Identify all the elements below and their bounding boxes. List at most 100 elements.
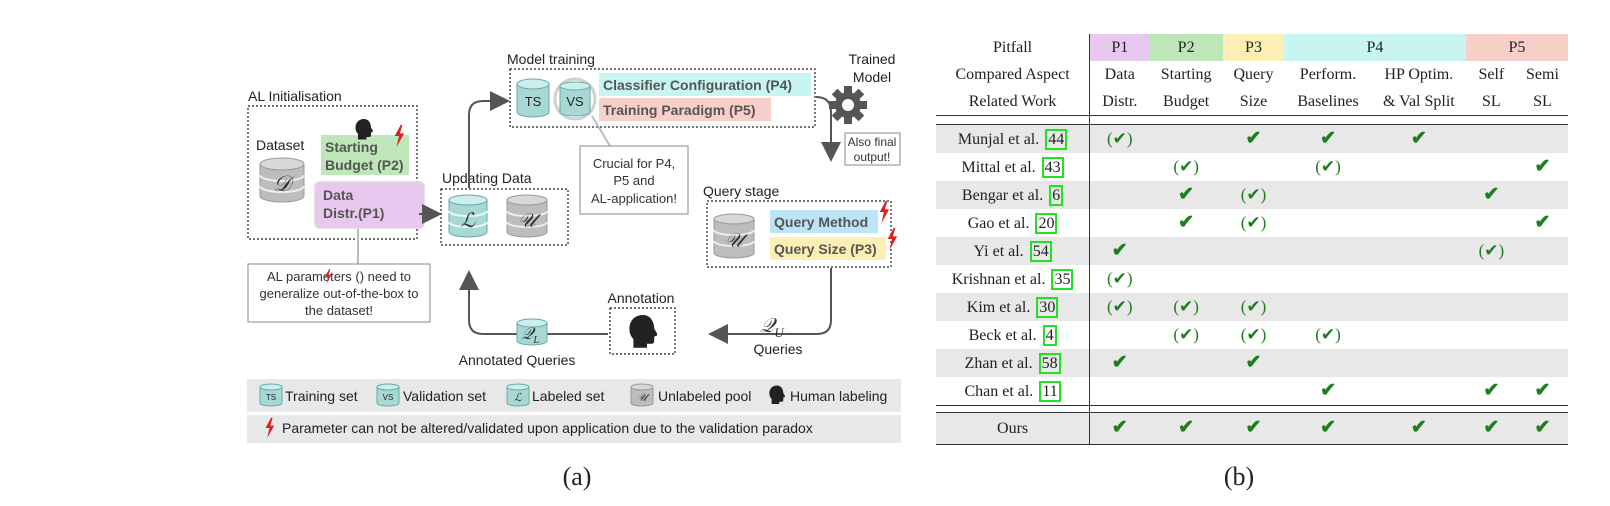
author-name: Krishnan et al. bbox=[951, 270, 1046, 288]
check-cell: (✔) bbox=[1149, 321, 1223, 349]
updating-data-title: Updating Data bbox=[442, 170, 532, 186]
query-stage-title: Query stage bbox=[703, 183, 779, 199]
check-cell: (✔) bbox=[1089, 293, 1150, 321]
partial-check-icon: (✔) bbox=[1240, 297, 1267, 316]
aspect-header-row-1: Compared Aspect Data Starting Query Perf… bbox=[936, 61, 1568, 88]
check-cell bbox=[1371, 349, 1466, 377]
arrow-query-to-annotation bbox=[708, 268, 832, 344]
arrow-update-to-training bbox=[468, 91, 510, 188]
table-row: Yi et al. 54✔(✔) bbox=[936, 237, 1568, 265]
svg-text:TS: TS bbox=[266, 393, 276, 402]
check-cell: ✔ bbox=[1149, 181, 1223, 209]
check-cell: (✔) bbox=[1149, 153, 1223, 181]
pitfall-p2: P2 bbox=[1149, 34, 1223, 61]
check-cell: (✔) bbox=[1149, 293, 1223, 321]
citation-ref[interactable]: 4 bbox=[1042, 324, 1057, 346]
annotation-box bbox=[609, 307, 676, 355]
aspect-6-line2: SL bbox=[1465, 88, 1517, 116]
check-cell bbox=[1371, 237, 1466, 265]
related-work-name: Zhan et al. 58 bbox=[936, 349, 1091, 377]
pitfall-p3: P3 bbox=[1222, 34, 1285, 61]
check-cell: ✔ bbox=[1465, 377, 1517, 406]
legend-unlabeled-icon: 𝒰 bbox=[630, 383, 654, 407]
check-cell bbox=[1372, 321, 1466, 349]
vs-label: VS bbox=[566, 94, 584, 109]
aspect-7-line2: SL bbox=[1516, 88, 1568, 116]
check-cell: (✔) bbox=[1223, 321, 1284, 349]
query-size-lightning-icon bbox=[887, 227, 898, 251]
partial-check-icon: (✔) bbox=[1173, 325, 1199, 344]
pitfall-p1: P1 bbox=[1089, 34, 1150, 61]
check-cell: (✔) bbox=[1284, 321, 1372, 349]
q-u-symbol: 𝒬U bbox=[760, 315, 785, 340]
check-cell bbox=[1466, 153, 1517, 181]
citation-ref[interactable]: 54 bbox=[1029, 240, 1052, 262]
citation-ref[interactable]: 20 bbox=[1035, 212, 1058, 234]
check-cell: (✔) bbox=[1284, 153, 1372, 181]
partial-check-icon: (✔) bbox=[1173, 157, 1199, 176]
dataset-symbol: 𝒟 bbox=[273, 171, 295, 196]
citation-ref[interactable]: 35 bbox=[1051, 268, 1074, 290]
table-row: Chan et al. 11✔✔✔ bbox=[936, 377, 1568, 406]
query-size-bg bbox=[770, 237, 886, 260]
data-distr-line2: Distr.(P1) bbox=[323, 205, 384, 221]
check-cell bbox=[1517, 265, 1568, 293]
partial-check-icon: (✔) bbox=[1240, 185, 1267, 204]
check-cell: ✔ bbox=[1222, 124, 1285, 153]
partial-check-icon: (✔) bbox=[1240, 213, 1267, 232]
related-work-name: Munjal et al. 44 bbox=[936, 124, 1091, 153]
citation-ref[interactable]: 44 bbox=[1045, 128, 1068, 150]
check-cell: ✔ bbox=[1465, 412, 1517, 445]
ours-gap bbox=[936, 405, 1568, 413]
unlabeled-pool-cylinder-icon: 𝒰 bbox=[506, 194, 548, 238]
legend-bg-row2 bbox=[247, 415, 901, 443]
check-cell: ✔ bbox=[1371, 412, 1466, 445]
query-unlabeled-cylinder-icon: 𝒰 bbox=[713, 213, 755, 259]
comparison-table: Pitfall P1 P2 P3 P4 P5 Compared Aspect D… bbox=[936, 34, 1568, 445]
ours-label: Ours bbox=[936, 412, 1091, 445]
pitfall-header-row: Pitfall P1 P2 P3 P4 P5 bbox=[936, 34, 1568, 61]
check-cell: (✔) bbox=[1089, 124, 1150, 153]
check-cell bbox=[1465, 293, 1517, 321]
check-cell: ✔ bbox=[1222, 412, 1285, 445]
check-icon: ✔ bbox=[1111, 352, 1128, 373]
aspect-2-line1: Starting bbox=[1160, 66, 1212, 83]
al-params-note-line3: the dataset! bbox=[305, 303, 373, 318]
compared-aspect-label: Compared Aspect bbox=[936, 61, 1091, 88]
aspect-5-line1: HP Optim. bbox=[1384, 66, 1454, 83]
check-icon: ✔ bbox=[1410, 128, 1427, 149]
table-row: Gao et al. 20✔(✔)✔ bbox=[936, 209, 1568, 237]
citation-ref[interactable]: 58 bbox=[1038, 352, 1061, 374]
check-cell: ✔ bbox=[1517, 209, 1568, 237]
citation-ref[interactable]: 6 bbox=[1049, 184, 1064, 206]
check-cell bbox=[1222, 377, 1285, 406]
check-cell bbox=[1149, 377, 1223, 406]
legend-paradox-note: Parameter can not be altered/validated u… bbox=[282, 420, 813, 436]
check-cell bbox=[1516, 124, 1568, 153]
ours-row: Ours✔✔✔✔✔✔✔ bbox=[936, 412, 1568, 445]
al-init-title: AL Initialisation bbox=[248, 88, 342, 104]
aspect-4-line1: Perform. bbox=[1299, 66, 1357, 83]
citation-ref[interactable]: 43 bbox=[1041, 156, 1064, 178]
partial-check-icon: (✔) bbox=[1106, 269, 1133, 288]
arrow-annotation-to-update bbox=[459, 270, 608, 335]
model-training-box bbox=[509, 68, 816, 128]
citation-ref[interactable]: 11 bbox=[1039, 380, 1061, 402]
data-distr-line1: Data bbox=[323, 187, 354, 203]
check-cell bbox=[1466, 265, 1517, 293]
subfigure-b-caption: (b) bbox=[1223, 462, 1255, 491]
check-icon: ✔ bbox=[1483, 184, 1500, 205]
related-work-name: Bengar et al. 6 bbox=[936, 181, 1091, 209]
check-cell bbox=[1149, 349, 1223, 377]
updating-data-box bbox=[440, 188, 569, 246]
check-cell bbox=[1517, 321, 1568, 349]
citation-ref[interactable]: 30 bbox=[1036, 296, 1059, 318]
check-cell bbox=[1466, 209, 1517, 237]
check-cell bbox=[1372, 209, 1466, 237]
check-icon: ✔ bbox=[1534, 156, 1551, 177]
annotated-queries-label: Annotated Queries bbox=[459, 352, 576, 368]
also-final-line1: Also final bbox=[848, 135, 897, 149]
partial-check-icon: (✔) bbox=[1315, 157, 1341, 176]
classifier-config-label: Classifier Configuration (P4) bbox=[603, 77, 792, 93]
check-cell: ✔ bbox=[1465, 181, 1517, 209]
